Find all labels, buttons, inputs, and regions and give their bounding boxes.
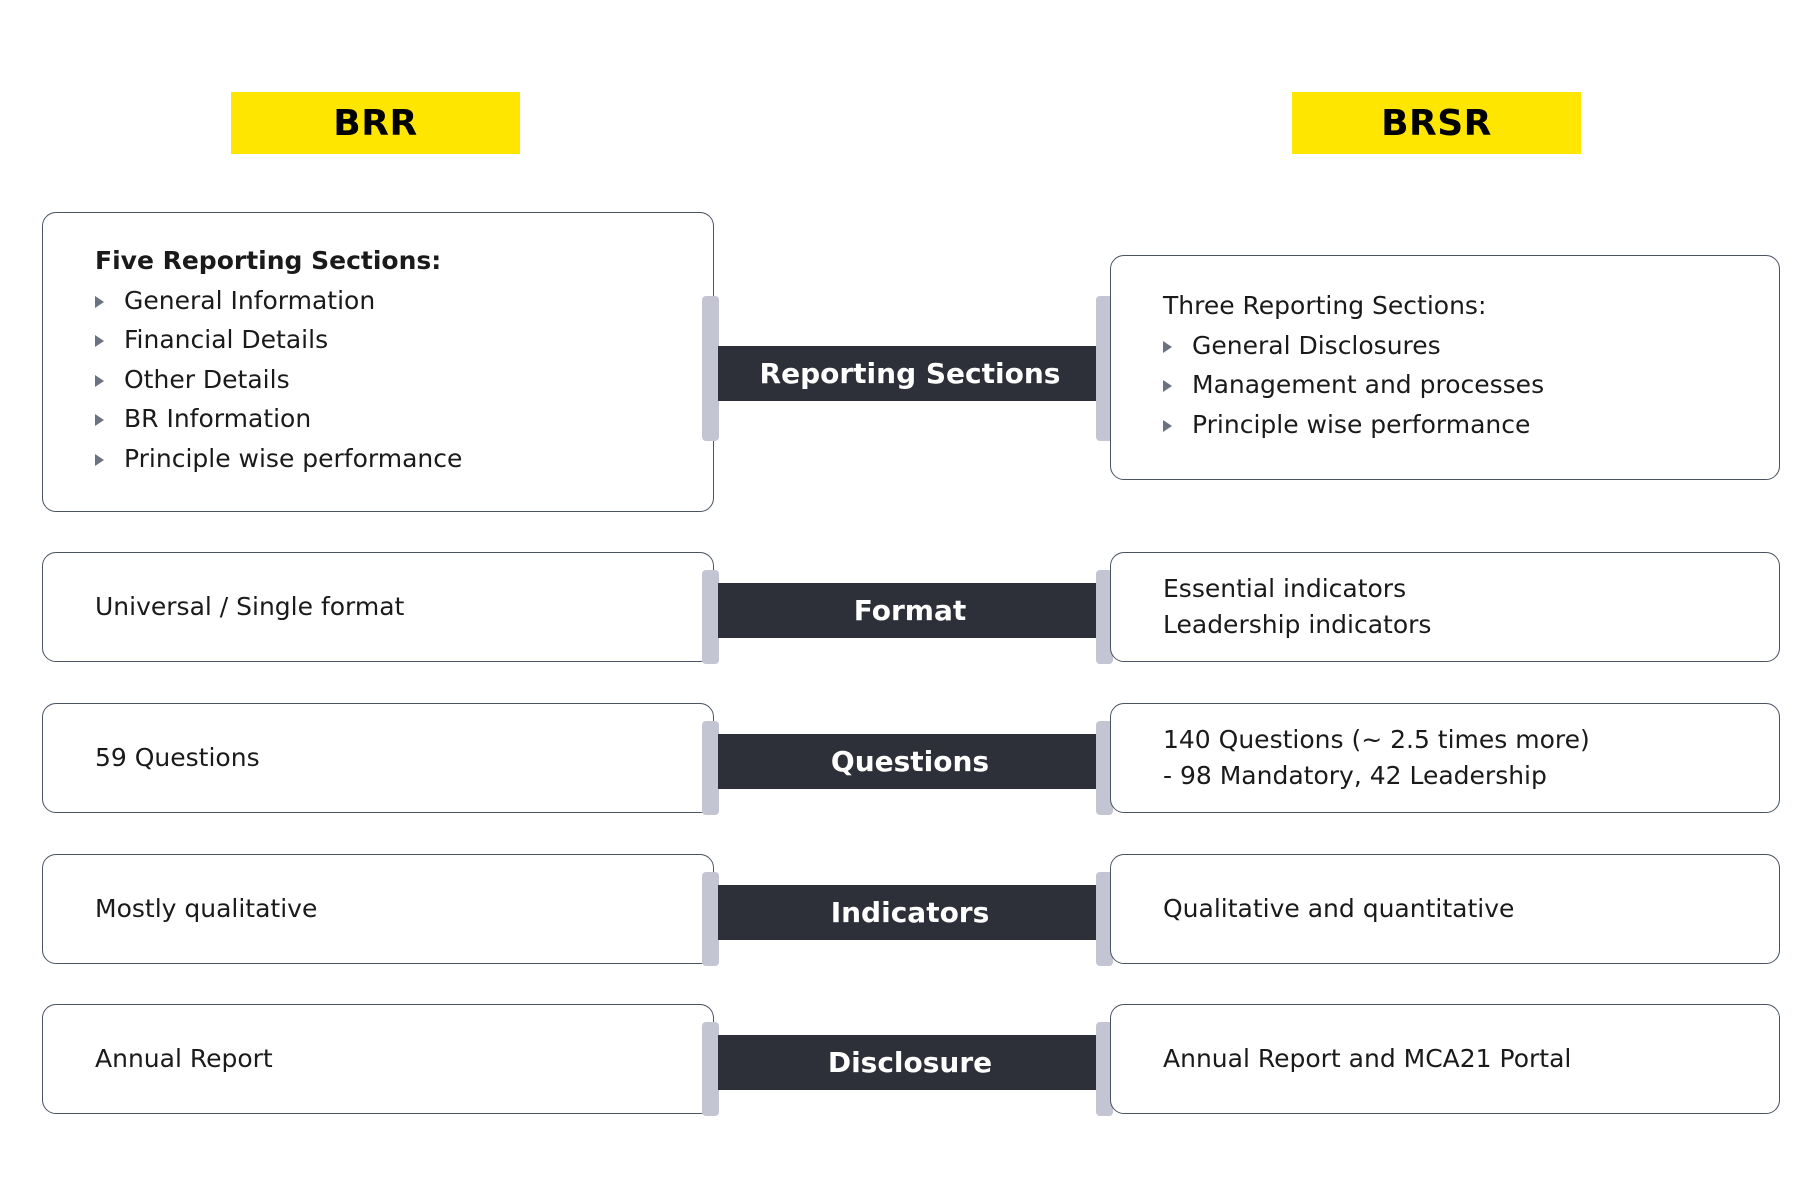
connector-right-disclosure <box>1096 1022 1113 1116</box>
row-reporting-sections-right-cell: Three Reporting Sections: General Disclo… <box>1110 255 1780 480</box>
triangle-bullet-icon <box>95 295 104 308</box>
list-item: Financial Details <box>95 320 713 360</box>
row-disclosure-left-cell: Annual Report <box>42 1004 714 1114</box>
row-format-left-cell: Universal / Single format <box>42 552 714 662</box>
left-bullet-list: General Information Financial Details Ot… <box>43 281 713 479</box>
header-badge-brr-label: BRR <box>333 102 418 144</box>
row-questions-right-cell: 140 Questions (~ 2.5 times more) - 98 Ma… <box>1110 703 1780 813</box>
header-badge-brsr: BRSR <box>1292 92 1581 154</box>
list-item: Principle wise performance <box>95 439 713 479</box>
triangle-bullet-icon <box>1163 380 1172 392</box>
row-disclosure-right-cell: Annual Report and MCA21 Portal <box>1110 1004 1780 1114</box>
right-cell-line: Annual Report and MCA21 Portal <box>1163 1044 1572 1073</box>
right-cell-line: Essential indicators <box>1163 573 1407 603</box>
triangle-bullet-icon <box>95 414 104 426</box>
right-list-title: Three Reporting Sections: <box>1163 290 1487 320</box>
connector-right-indicators <box>1096 872 1113 966</box>
center-label-format: Format <box>718 583 1102 638</box>
connector-right-reporting-sections <box>1096 296 1113 441</box>
triangle-bullet-icon <box>95 453 104 466</box>
connector-left-reporting-sections <box>702 296 719 441</box>
connector-right-questions <box>1096 721 1113 815</box>
list-item-label: Financial Details <box>124 325 329 355</box>
list-item: Management and processes <box>1163 365 1779 405</box>
triangle-bullet-icon <box>1163 419 1172 432</box>
list-item-label: General Disclosures <box>1192 330 1441 360</box>
center-label-text: Format <box>853 594 967 627</box>
center-label-text: Questions <box>830 745 990 778</box>
connector-right-format <box>1096 570 1113 664</box>
list-item-label: BR Information <box>124 404 312 434</box>
center-label-text: Indicators <box>830 896 990 929</box>
list-item: General Disclosures <box>1163 326 1779 366</box>
left-cell-line: Universal / Single format <box>95 592 405 621</box>
list-item-label: Principle wise performance <box>124 443 463 473</box>
triangle-bullet-icon <box>1163 340 1172 353</box>
row-indicators-right-cell: Qualitative and quantitative <box>1110 854 1780 964</box>
list-item-label: Management and processes <box>1192 370 1545 400</box>
connector-left-disclosure <box>702 1022 719 1116</box>
row-indicators-left-cell: Mostly qualitative <box>42 854 714 964</box>
connector-left-questions <box>702 721 719 815</box>
left-list-title: Five Reporting Sections: <box>95 245 442 275</box>
right-bullet-list: General Disclosures Management and proce… <box>1111 326 1779 445</box>
row-questions-left-cell: 59 Questions <box>42 703 714 813</box>
list-item: Principle wise performance <box>1163 405 1779 445</box>
triangle-bullet-icon <box>95 374 104 387</box>
triangle-bullet-icon <box>95 335 104 347</box>
connector-left-format <box>702 570 719 664</box>
center-label-questions: Questions <box>718 734 1102 789</box>
list-item-label: Principle wise performance <box>1192 409 1531 439</box>
center-label-text: Disclosure <box>827 1046 993 1079</box>
right-cell-line: Qualitative and quantitative <box>1163 894 1515 923</box>
center-label-indicators: Indicators <box>718 885 1102 940</box>
left-cell-line: 59 Questions <box>95 743 260 772</box>
center-label-reporting-sections: Reporting Sections <box>718 346 1102 401</box>
left-cell-line: Mostly qualitative <box>95 894 318 923</box>
row-reporting-sections-left-cell: Five Reporting Sections: General Informa… <box>42 212 714 512</box>
header-badge-brr: BRR <box>231 92 520 154</box>
row-format-right-cell: Essential indicators Leadership indicato… <box>1110 552 1780 662</box>
center-label-text: Reporting Sections <box>759 357 1061 390</box>
list-item: Other Details <box>95 360 713 400</box>
connector-left-indicators <box>702 872 719 966</box>
right-cell-line: 140 Questions (~ 2.5 times more) <box>1163 724 1590 754</box>
left-cell-line: Annual Report <box>95 1044 273 1073</box>
list-item-label: Other Details <box>124 364 290 394</box>
list-item: BR Information <box>95 399 713 439</box>
right-cell-line: - 98 Mandatory, 42 Leadership <box>1163 761 1547 790</box>
center-label-disclosure: Disclosure <box>718 1035 1102 1090</box>
list-item-label: General Information <box>124 285 376 315</box>
list-item: General Information <box>95 281 713 321</box>
header-badge-brsr-label: BRSR <box>1381 102 1492 144</box>
right-cell-line: Leadership indicators <box>1163 610 1432 639</box>
